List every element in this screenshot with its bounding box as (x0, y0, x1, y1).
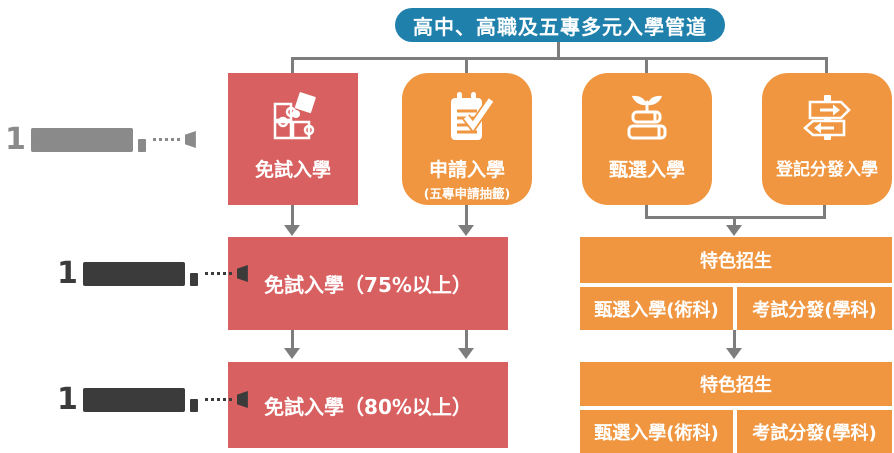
year-label-row3-text: 1 (57, 381, 78, 417)
stage2-special-box: 特色招生 (580, 362, 892, 406)
bracket-right-drop (823, 205, 826, 218)
signpost-icon (795, 86, 859, 150)
diagram-title: 高中、高職及五專多元入學管道 (413, 14, 707, 39)
puzzle-icon (261, 86, 325, 150)
arrow-4-shaft (291, 330, 294, 349)
arrow-3-head (726, 225, 742, 236)
arrow-6-head (726, 348, 742, 359)
year-label-row2-redaction-tail (189, 273, 198, 286)
connector-drop-4 (825, 57, 828, 73)
arrow-5-head (458, 348, 474, 359)
year-label-row1-text: 1 (5, 121, 26, 157)
stage2-exam-distribution-box: 考試分發(學科) (737, 410, 892, 453)
arrow-1-shaft (291, 205, 294, 226)
connector-drop-1 (291, 57, 294, 73)
stage1-exam-free-label: 免試入學（75%以上） (264, 273, 472, 297)
stage2-special-label: 特色招生 (700, 375, 772, 396)
channel-exam-free-label: 免試入學 (254, 159, 331, 181)
channel-registration-label: 登記分發入學 (776, 160, 878, 180)
books-sprout-icon (615, 86, 679, 150)
year-label-row1-redaction-tail (137, 139, 146, 152)
channel-selection: 甄選入學 (582, 73, 712, 205)
stage1-exam-free-box: 免試入學（75%以上） (228, 237, 508, 330)
year-label-row2-redaction (82, 261, 185, 286)
clipboard-check-icon (435, 86, 499, 150)
stage1-special-label: 特色招生 (700, 251, 772, 272)
dotted-leader-line (152, 138, 180, 141)
stage2-exam-free-label: 免試入學（80%以上） (264, 394, 472, 419)
stage1-selection-skill-box: 甄選入學(術科) (580, 287, 733, 330)
dotted-leader-line (204, 272, 232, 275)
arrow-2-shaft (465, 205, 468, 226)
pennant-arrow-icon (236, 391, 248, 408)
arrow-4-head (284, 348, 300, 359)
channel-application-sublabel: (五專申請抽籤) (423, 186, 511, 201)
connector-drop-3 (645, 57, 648, 73)
year-label-row1-redaction (30, 127, 133, 152)
bracket-left-drop (645, 205, 648, 218)
diagram-title-box: 高中、高職及五專多元入學管道 (395, 8, 725, 42)
channel-application: 申請入學 (五專申請抽籤) (402, 73, 532, 205)
year-label-row1: 1 (5, 121, 196, 157)
arrow-6-shaft (733, 330, 736, 349)
stage1-exam-distribution-label: 考試分發(學科) (752, 299, 877, 321)
channel-selection-label: 甄選入學 (608, 159, 685, 181)
channel-exam-free: 免試入學 (228, 73, 358, 205)
connector-stem (557, 42, 560, 59)
pennant-arrow-icon (236, 265, 248, 282)
stage2-exam-distribution-label: 考試分發(學科) (752, 422, 877, 444)
year-label-row3-redaction-tail (189, 399, 198, 412)
pennant-arrow-icon (184, 131, 196, 148)
year-label-row3: 1 (57, 381, 248, 417)
year-label-row2: 1 (57, 255, 248, 291)
connector-hbar (291, 57, 828, 60)
stage1-special-box: 特色招生 (580, 237, 892, 283)
stage2-selection-skill-box: 甄選入學(術科) (580, 410, 733, 453)
dotted-leader-line (204, 398, 232, 401)
channel-application-label: 申請入學 (428, 159, 505, 181)
year-label-row2-text: 1 (57, 255, 78, 291)
arrow-1-head (284, 225, 300, 236)
stage2-exam-free-box: 免試入學（80%以上） (228, 362, 508, 448)
arrow-3-shaft (733, 216, 736, 226)
arrow-5-shaft (465, 330, 468, 349)
year-label-row3-redaction (82, 387, 185, 412)
channel-registration: 登記分發入學 (762, 73, 892, 205)
stage2-selection-skill-label: 甄選入學(術科) (594, 422, 719, 444)
stage1-selection-skill-label: 甄選入學(術科) (594, 299, 719, 321)
arrow-2-head (458, 225, 474, 236)
connector-drop-2 (465, 57, 468, 73)
stage1-exam-distribution-box: 考試分發(學科) (737, 287, 892, 330)
